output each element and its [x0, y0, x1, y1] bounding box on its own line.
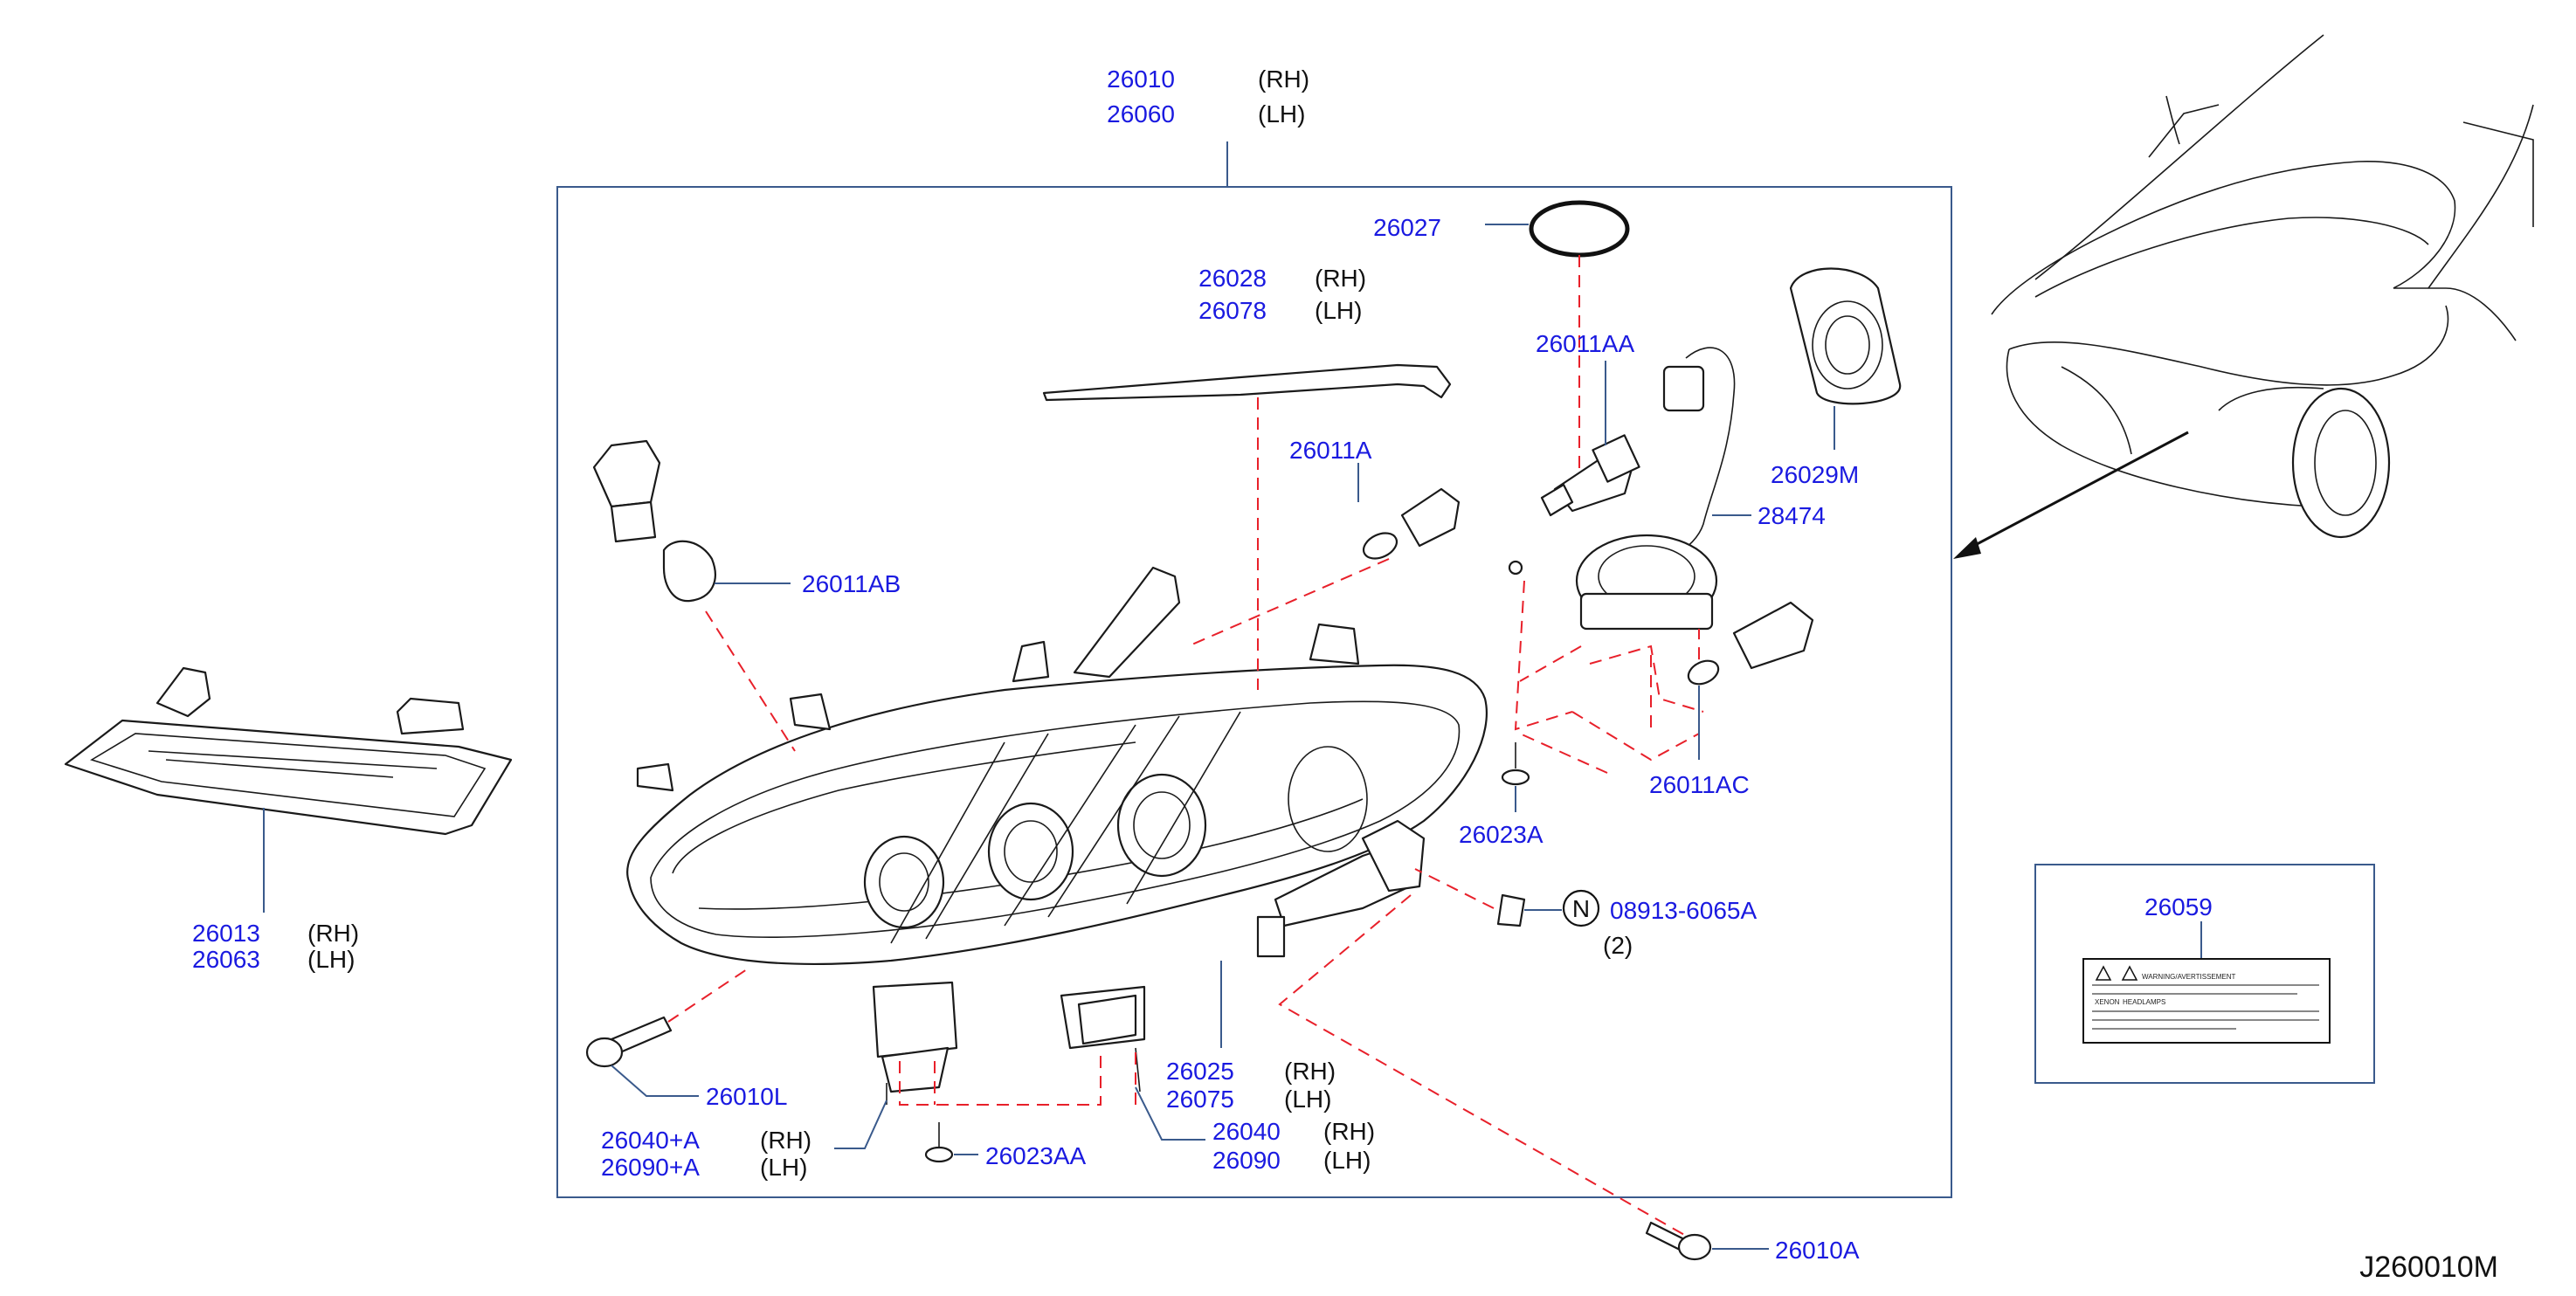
dash-bulb-ab: [705, 610, 796, 752]
callout-nut: 08913-6065A: [1610, 897, 1757, 924]
bracket-illustration: [1060, 985, 1146, 1093]
dash-bolt-a: [1278, 894, 1687, 1237]
o-ring-illustration: [1529, 200, 1630, 258]
dash-harness: [1514, 580, 1704, 762]
callout-xenon-bulb: 26011AA: [1536, 330, 1634, 357]
bolt-a-illustration: [1645, 1221, 1712, 1261]
callout-bolt-l: 26010L: [706, 1083, 787, 1110]
callout-bracket-lh: 26090: [1212, 1147, 1281, 1174]
callout-garnish-lh-side: (LH): [1315, 297, 1362, 324]
callout-bracket-a-lh-side: (LH): [760, 1154, 807, 1181]
callout-nut-qty: (2): [1603, 932, 1633, 959]
dash-brackets: [899, 1052, 1102, 1106]
callout-bracket-a-rh: 26040+A: [601, 1127, 700, 1154]
bulb-ab-illustration: [592, 439, 716, 603]
callout-garnish-rh-side: (RH): [1315, 265, 1366, 292]
callout-o-ring: 26027: [1373, 214, 1441, 241]
assembly-frame: [556, 186, 1952, 1198]
callout-headlamp-lh: 26060: [1107, 100, 1175, 128]
callout-adjuster-rh: 26025: [1166, 1058, 1234, 1085]
warning-label-illustration: WARNING/AVERTISSEMENT XENON HEADLAMPS: [2082, 958, 2331, 1044]
nut-symbol-circle: [1562, 889, 1600, 927]
harness-illustration: [1508, 347, 1736, 631]
dash-bolt-l: [667, 969, 748, 1023]
callout-label: 26059: [2144, 893, 2213, 920]
bulb-ac-illustration: [1687, 601, 1814, 686]
dash-nut: [1414, 868, 1495, 909]
callout-headlamp-rh-side: (RH): [1258, 65, 1309, 93]
nut-symbol: N: [1572, 895, 1590, 922]
leader-bolt-l: [611, 1065, 699, 1097]
callout-bulb-ab: 26011AB: [802, 570, 901, 597]
headlamp-housing-illustration: [626, 566, 1488, 966]
callout-adjuster-rh-side: (RH): [1284, 1058, 1336, 1085]
warning-label-card: [2082, 958, 2331, 1044]
bracket-a-illustration: [872, 981, 958, 1105]
callout-side-lamp-rh: 26013: [192, 920, 260, 947]
label-frame: [2034, 864, 2375, 1084]
callout-headlamp-rh: 26010: [1107, 65, 1175, 93]
leader-bracket: [1135, 1086, 1205, 1141]
cap-illustration: [1789, 267, 1902, 405]
callout-bracket-a-lh: 26090+A: [601, 1154, 700, 1181]
callout-side-lamp-lh-side: (LH): [307, 946, 355, 973]
pointer-arrow-line: [1965, 431, 2189, 552]
callout-headlamp-lh-side: (LH): [1258, 100, 1305, 128]
callout-bracket-rh-side: (RH): [1323, 1118, 1375, 1145]
dash-bulb-a: [1187, 558, 1390, 647]
callout-bracket-rh: 26040: [1212, 1118, 1281, 1145]
callout-garnish-lh: 26078: [1198, 297, 1267, 324]
dash-harness-b: [1519, 733, 1608, 774]
screw-aa-illustration: [924, 1122, 954, 1163]
callout-bulb-ac: 26011AC: [1649, 771, 1750, 798]
callout-bracket-lh-side: (LH): [1323, 1147, 1371, 1174]
callout-bulb-a: 26011A: [1289, 437, 1372, 464]
xenon-bulb-illustration: [1540, 434, 1640, 517]
warning-triangle-icon-2: [2121, 965, 2138, 981]
warning-triangle-icon: [2095, 965, 2112, 981]
warning-label-xenon: XENON: [2095, 998, 2120, 1006]
nut-illustration: N: [1496, 889, 1600, 927]
callout-side-lamp-lh: 26063: [192, 946, 260, 973]
callout-garnish-rh: 26028: [1198, 265, 1267, 292]
bolt-l-illustration: [585, 1016, 673, 1068]
callout-harness: 28474: [1758, 502, 1826, 529]
garnish-strip-illustration: [1042, 363, 1452, 402]
warning-label-headlamps: HEADLAMPS: [2123, 998, 2165, 1006]
callout-adjuster-lh: 26075: [1166, 1086, 1234, 1113]
callout-bolt-a: 26010A: [1775, 1237, 1860, 1264]
car-illustration: [1991, 34, 2534, 539]
side-lamp-illustration: [64, 666, 513, 836]
callout-screw-aa: 26023AA: [985, 1142, 1087, 1169]
bulb-a-illustration: [1362, 487, 1461, 560]
callout-screw-a: 26023A: [1459, 821, 1544, 848]
callout-bracket-a-rh-side: (RH): [760, 1127, 811, 1154]
callout-side-lamp-rh-side: (RH): [307, 920, 359, 947]
screw-a-illustration: [1501, 742, 1530, 786]
figure-code: J260010M: [2359, 1251, 2498, 1284]
callout-adjuster-lh-side: (LH): [1284, 1086, 1331, 1113]
warning-label-title: WARNING/AVERTISSEMENT: [2142, 973, 2236, 981]
pointer-arrow-head: [1953, 537, 1981, 559]
callout-cap: 26029M: [1771, 461, 1859, 488]
leader-bracket-a: [834, 1100, 887, 1149]
